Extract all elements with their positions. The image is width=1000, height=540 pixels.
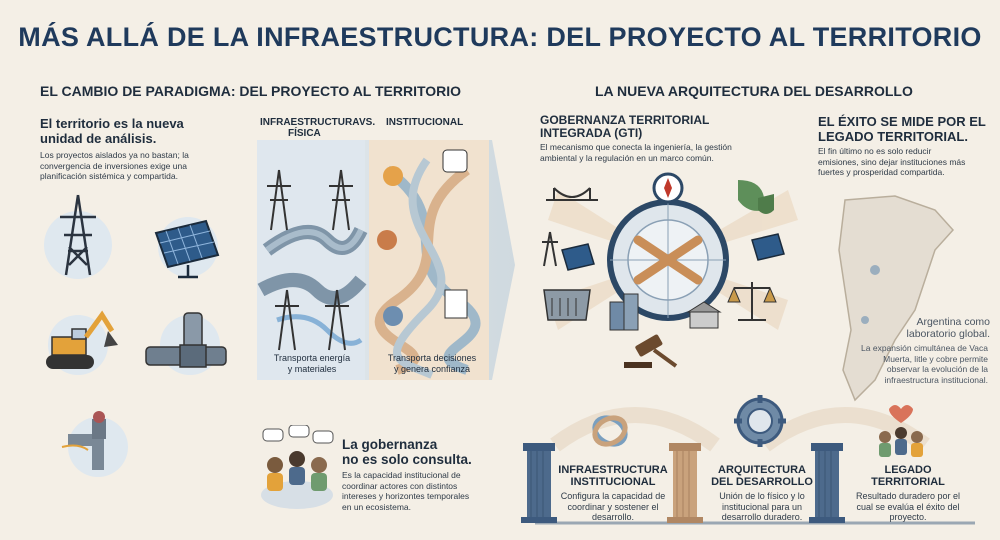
institutional-network-illustration [374,149,481,379]
gti-diagram [542,172,798,368]
argentina-title-line-2: laboratorio global. [906,328,990,340]
physical-column-header: INFRAESTRUCTURA FÍSICA [260,117,360,139]
pillar-development [667,443,703,523]
building-icon [686,301,722,329]
valve-icon [61,411,128,477]
page-title: MÁS ALLÁ DE LA INFRAESTRUCTURA: DEL PROY… [18,22,982,52]
comparison-panel [257,140,515,380]
success-text: El fin último no es solo reducir emision… [818,146,966,177]
governance-title: La gobernanza no es solo consulta. [342,437,472,467]
pillar-3-title-line-2: TERRITORIAL [871,476,945,488]
physical-panel [257,140,365,380]
institutional-column-header: INSTITUCIONAL [386,117,464,128]
left-icons-cluster [44,194,227,477]
success-title-line-2: LEGADO TERRITORIAL. [818,129,968,144]
pillar-3-title-line-1: LEGADO [884,464,932,476]
solar-panel-icon [154,217,220,279]
meeting-icon [261,425,334,509]
institutional-caption-line-2: y genera confianza [393,364,471,374]
power-tower-icon [44,194,112,279]
territory-title-line-1: El territorio es la nueva [40,116,184,131]
pillar-1-title-line-2: INSTITUCIONAL [570,476,656,488]
governance-text: Es la capacidad institucional de coordin… [342,470,470,512]
success-title-line-1: EL ÉXITO SE MIDE POR EL [818,114,986,129]
pillar-legacy [809,443,845,523]
excavator-icon [46,310,118,375]
pipeline-icon [145,312,227,375]
gti-title: GOBERNANZA TERRITORIAL INTEGRADA (GTI) [540,114,709,140]
pillar-2-text: ARQUITECTURA DEL DESARROLLO Unión de lo … [706,464,818,523]
territory-text: Los proyectos aislados ya no bastan; la … [40,150,189,181]
pillar-3-text: LEGADO TERRITORIAL Resultado duradero po… [852,464,964,523]
pillar-3-description: Resultado duradero por el cual se evalúa… [855,491,961,522]
institutional-caption-line-1: Transporta decisiones [387,353,477,363]
governance-title-line-1: La gobernanza [342,437,438,452]
argentina-map-icon [838,195,955,402]
compass-icon [652,172,684,204]
physical-caption-line-2: y materiales [287,364,337,374]
right-section-heading: LA NUEVA ARQUITECTURA DEL DESARROLLO [595,83,913,99]
physical-header-line-2: FÍSICA [288,128,321,139]
institutional-caption: Transporta decisiones y genera confianza [372,353,492,375]
dam-icon [543,289,591,321]
gti-title-line-1: GOBERNANZA TERRITORIAL [540,113,710,127]
gavel-icon [624,334,678,368]
building-icon [609,293,639,331]
pillar-2-title-line-2: DEL DESARROLLO [711,476,813,488]
territory-title-line-2: unidad de análisis. [40,131,157,146]
territory-title: El territorio es la nueva unidad de anál… [40,116,240,146]
pillar-1-description: Configura la capacidad de coordinar y so… [560,491,666,522]
physical-infrastructure-illustration [257,169,368,351]
pillar-2-description: Unión de lo físico y lo institucional pa… [719,491,805,522]
knot-icon [592,415,628,447]
physical-caption: Transporta energía y materiales [262,353,362,375]
argentina-title: Argentina como laboratorio global. [865,316,990,340]
power-tower-icon [542,231,558,267]
people-heart-icon [879,405,923,457]
pillar-1-text: INFRAESTRUCTURA INSTITUCIONAL Configura … [558,464,668,523]
gti-title-line-2: INTEGRADA (GTI) [540,126,643,140]
governance-title-line-2: no es solo consulta. [342,452,472,467]
argentina-text: La expansión cimultánea de Vaca Muerta, … [861,343,988,385]
leaf-shield-icon [738,180,774,214]
solar-panel-icon [561,233,785,271]
vs-label: VS. [359,117,376,128]
success-title: EL ÉXITO SE MIDE POR EL LEGADO TERRITORI… [818,114,988,144]
argentina-title-line-1: Argentina como [916,316,990,328]
gti-text: El mecanismo que conecta la ingeniería, … [540,142,732,163]
physical-caption-line-1: Transporta energía [273,353,351,363]
physical-header-line-1: INFRAESTRUCTURA [260,117,360,128]
left-section-heading: EL CAMBIO DE PARADIGMA: DEL PROYECTO AL … [40,83,462,99]
scale-icon [727,282,777,321]
pillar-1-title-line-1: INFRAESTRUCTURA [558,464,668,476]
bridge-icon [546,187,598,201]
pillars-illustration [521,395,975,525]
gear-icon [734,395,786,447]
handshake-icon [607,199,729,321]
pillar-2-title-line-1: ARQUITECTURA [718,464,806,476]
pillar-institutional [521,443,557,523]
